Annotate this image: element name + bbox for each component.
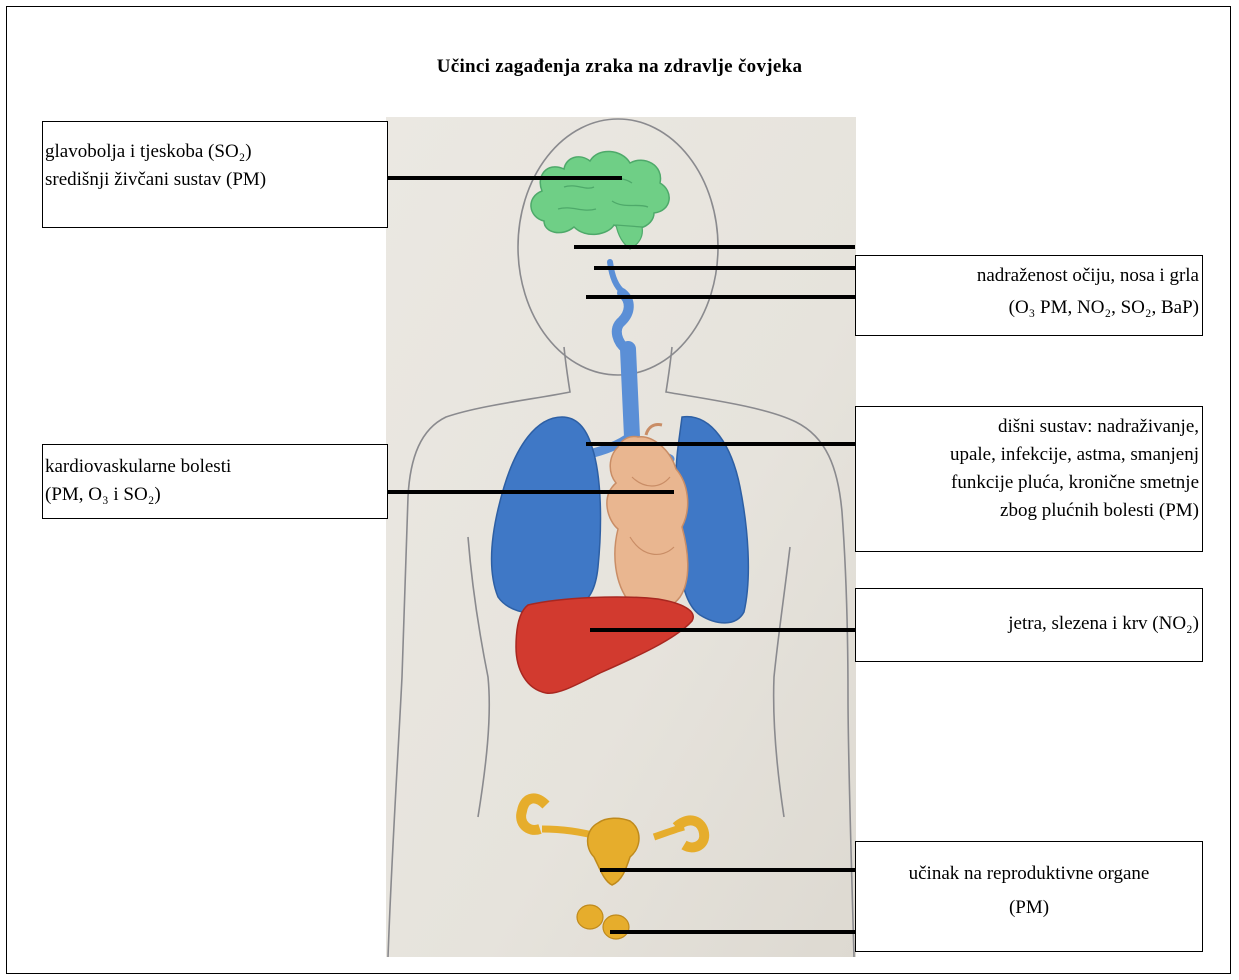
label-line: središnji živčani sustav (PM) [45,166,387,194]
label-line: jetra, slezena i krv (NO₂) [856,610,1199,638]
label-line: funkcije pluća, kronične smetnje [856,469,1199,497]
label-eyes-nose-throat: nadraženost očiju, nosa i grla (O₃ PM, N… [855,255,1203,336]
label-cardiovascular: kardiovaskularne bolesti (PM, O₃ i SO₂) [42,444,388,519]
label-line: upale, infekcije, astma, smanjenj [856,441,1199,469]
label-line: (PM) [856,894,1202,922]
label-liver-spleen-blood: jetra, slezena i krv (NO₂) [855,588,1203,662]
label-reproductive-organs: učinak na reproduktivne organe (PM) [855,841,1203,952]
label-line: učinak na reproduktivne organe [856,860,1202,888]
label-line: zbog plućnih bolesti (PM) [856,497,1199,525]
label-line: kardiovaskularne bolesti [45,453,387,481]
label-line: (O₃ PM, NO₂, SO₂, BaP) [856,294,1199,322]
label-line: nadraženost očiju, nosa i grla [856,262,1199,290]
label-respiratory-system: dišni sustav: nadraživanje, upale, infek… [855,406,1203,552]
label-central-nervous-system: glavobolja i tjeskoba (SO₂) središnji ži… [42,121,388,228]
label-line: glavobolja i tjeskoba (SO₂) [45,138,387,166]
label-line: dišni sustav: nadraživanje, [856,413,1199,441]
label-line: (PM, O₃ i SO₂) [45,481,387,509]
